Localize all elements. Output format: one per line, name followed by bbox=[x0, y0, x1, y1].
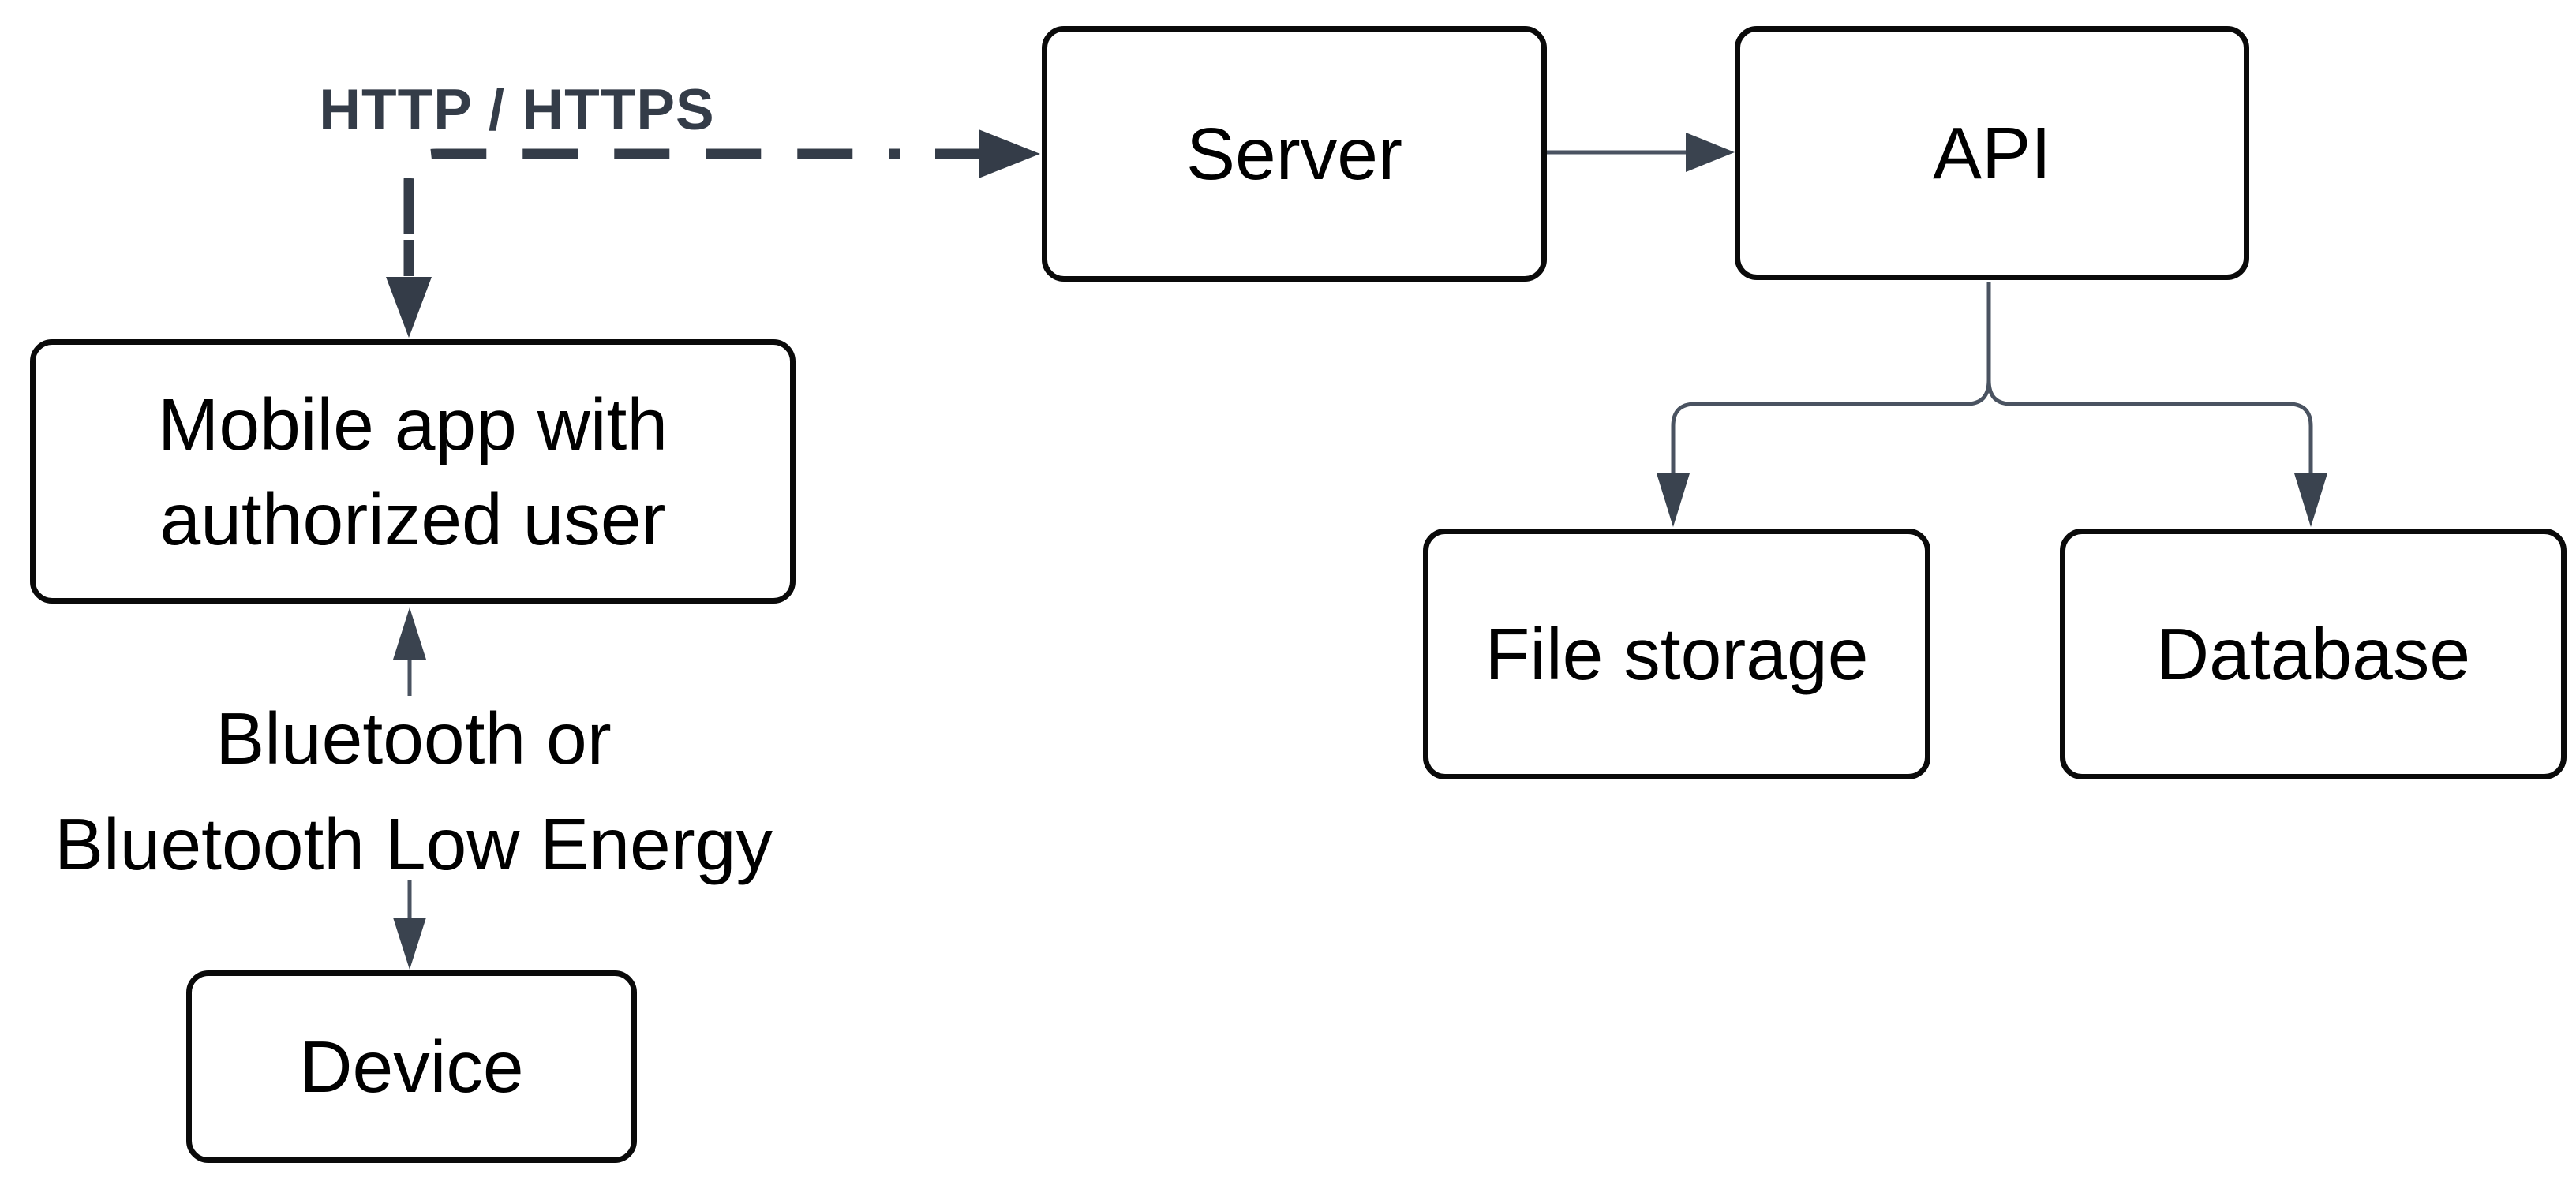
arrowhead-into-api bbox=[1686, 133, 1735, 172]
node-server: Server bbox=[1042, 26, 1547, 282]
node-file-storage: File storage bbox=[1423, 529, 1930, 779]
arrowhead-into-database bbox=[2294, 473, 2327, 527]
arrowhead-into-server bbox=[979, 129, 1040, 178]
arrowhead-into-file-storage bbox=[1657, 473, 1690, 527]
node-database-label: Database bbox=[2155, 613, 2471, 695]
node-mobile-app: Mobile app with authorized user bbox=[30, 339, 796, 604]
node-mobile-app-label-line2: authorized user bbox=[159, 477, 666, 560]
bluetooth-edge-label-line2: Bluetooth Low Energy bbox=[54, 803, 773, 885]
node-api-label: API bbox=[1933, 112, 2051, 194]
node-server-label: Server bbox=[1186, 113, 1402, 195]
bluetooth-edge-label: Bluetooth or Bluetooth Low Energy bbox=[54, 686, 773, 897]
node-api: API bbox=[1735, 26, 2249, 280]
node-database: Database bbox=[2060, 529, 2567, 779]
arrowhead-up-into-mobile-app bbox=[393, 607, 426, 660]
bluetooth-edge-label-line1: Bluetooth or bbox=[215, 697, 612, 779]
arrowhead-down-into-device bbox=[393, 918, 426, 970]
api-split-left-branch bbox=[1671, 379, 1991, 475]
api-split-right-branch bbox=[1986, 379, 2313, 475]
node-file-storage-label: File storage bbox=[1485, 613, 1869, 695]
http-dashed-connector bbox=[403, 148, 900, 234]
arrowhead-into-mobile-app bbox=[386, 277, 432, 338]
http-edge-label: HTTP / HTTPS bbox=[319, 78, 715, 142]
node-device: Device bbox=[186, 970, 637, 1163]
node-mobile-app-label-line1: Mobile app with bbox=[157, 383, 668, 465]
node-device-label: Device bbox=[299, 1026, 524, 1108]
